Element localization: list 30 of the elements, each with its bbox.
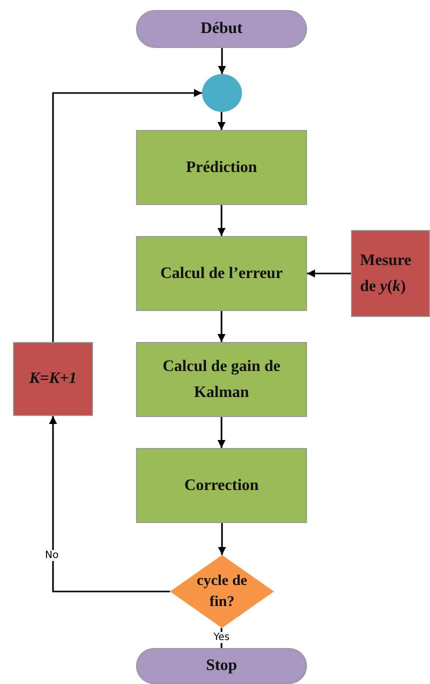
arrow <box>307 270 351 278</box>
arrow <box>218 523 226 555</box>
node-label: K=K+1 <box>29 369 77 390</box>
node-label: cycle de fin? <box>196 572 248 612</box>
edge-label: No <box>44 550 60 560</box>
arrow <box>218 311 226 342</box>
arrow <box>218 48 226 74</box>
node-label: Calcul de l’erreur <box>160 264 283 284</box>
node-label: Calcul de gain de Kalman <box>162 356 282 402</box>
arrow <box>52 89 202 342</box>
process-box <box>136 448 307 523</box>
arrow <box>49 416 170 592</box>
arrow <box>218 205 226 236</box>
process-box <box>136 342 307 417</box>
node-label: Début <box>200 19 242 40</box>
node-label: Stop <box>206 656 238 676</box>
junction-circle <box>202 74 242 112</box>
arrow <box>218 112 226 130</box>
input-box <box>351 230 430 317</box>
process-box <box>136 236 307 311</box>
decision-diamond <box>170 555 274 628</box>
node-label: Prédiction <box>186 158 258 178</box>
arrow <box>218 417 226 448</box>
edge-label: Yes <box>212 632 231 643</box>
terminal-pill <box>136 648 307 684</box>
counter-box <box>13 342 93 416</box>
process-box <box>136 130 307 205</box>
node-label: Mesure de y(k) <box>360 250 412 296</box>
node-label: Correction <box>184 476 259 496</box>
terminal-pill <box>136 10 307 48</box>
